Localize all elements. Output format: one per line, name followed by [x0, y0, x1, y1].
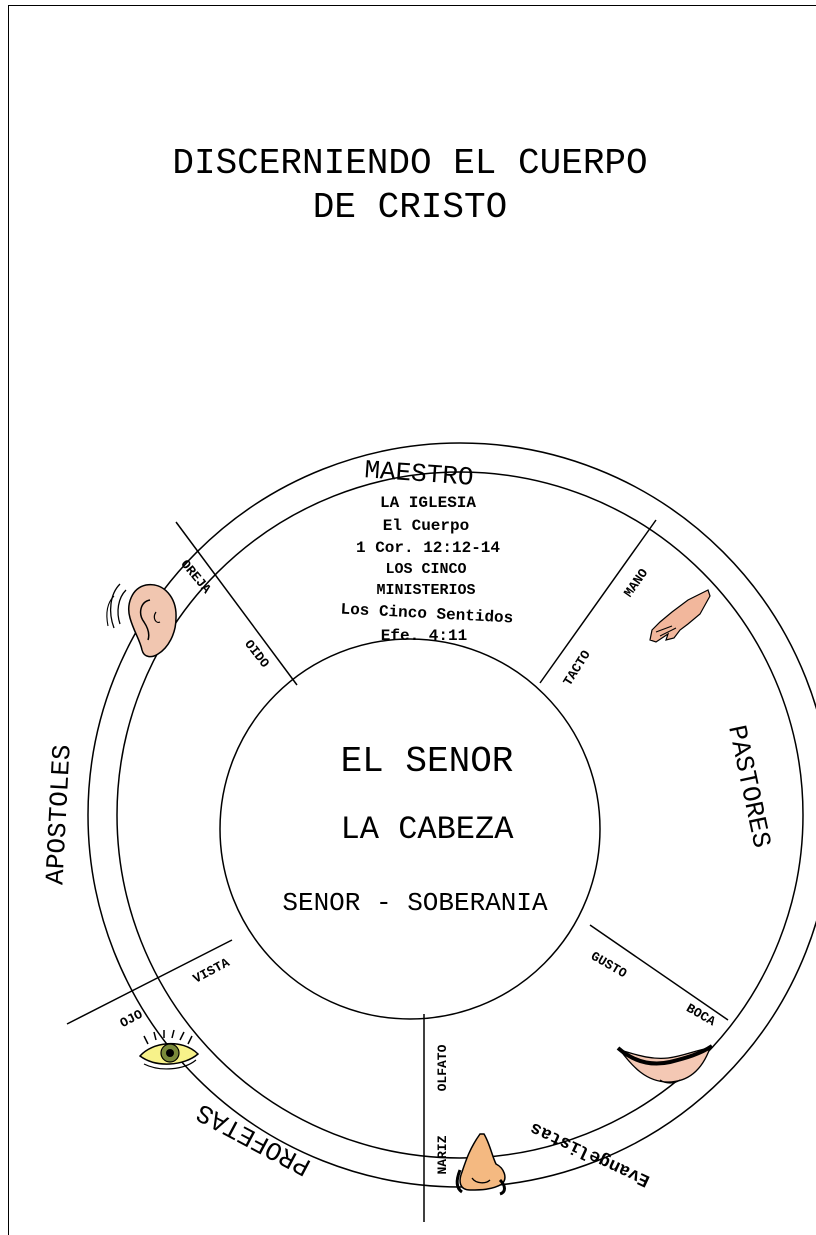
eye-icon	[138, 1029, 200, 1070]
maestro-label: MAESTRO	[363, 455, 474, 493]
divider-bottom-right	[589, 924, 729, 1021]
oido-label: OIDO	[241, 637, 272, 671]
frame-left-line	[8, 5, 9, 1235]
outer-ring	[87, 442, 816, 1188]
center-circle	[219, 638, 601, 1020]
center-line-3: SENOR - SOBERANIA	[282, 888, 548, 918]
page-title-line-1: DISCERNIENDO EL CUERPO	[172, 143, 648, 184]
top-line-3: 1 Cor. 12:12-14	[356, 539, 500, 557]
top-line-6: Los Cinco Sentidos	[340, 600, 514, 627]
nose-icon	[455, 1133, 506, 1196]
mano-label: MANO	[621, 566, 651, 600]
gusto-label: GUSTO	[588, 949, 629, 982]
tacto-label: TACTO	[560, 647, 593, 688]
apostoles-label: APOSTOLES	[40, 744, 77, 886]
top-line-7: Efe. 4:11	[381, 627, 467, 645]
evangelistas-label: Evangelistas	[527, 1117, 653, 1190]
top-line-4: LOS CINCO	[385, 561, 466, 578]
middle-ring	[116, 471, 804, 1159]
vista-label: VISTA	[191, 955, 233, 987]
mouth-icon	[616, 1044, 714, 1084]
top-line-2: El Cuerpo	[383, 517, 469, 535]
divider-bottom-left	[66, 939, 233, 1025]
divider-top-left	[175, 521, 298, 686]
pastores-label: PASTORES	[721, 722, 776, 850]
ojo-label: OJO	[118, 1007, 146, 1031]
hand-icon	[649, 589, 711, 643]
center-line-1: EL SENOR	[341, 741, 514, 782]
olfato-label: OLFATO	[435, 1044, 450, 1091]
page-title-line-2: DE CRISTO	[312, 187, 508, 228]
top-line-1: LA IGLESIA	[380, 494, 476, 512]
profetas-label: PROFETAS	[192, 1097, 316, 1182]
ear-icon	[106, 583, 177, 658]
top-line-5: MINISTERIOS	[376, 582, 475, 599]
oreja-label: OREJA	[177, 557, 214, 597]
center-line-2: LA CABEZA	[341, 811, 515, 848]
divider-top-right	[539, 519, 657, 684]
nariz-label: NARIZ	[435, 1135, 450, 1174]
frame-top-line	[8, 5, 816, 6]
boca-label: BOCA	[683, 1001, 718, 1030]
